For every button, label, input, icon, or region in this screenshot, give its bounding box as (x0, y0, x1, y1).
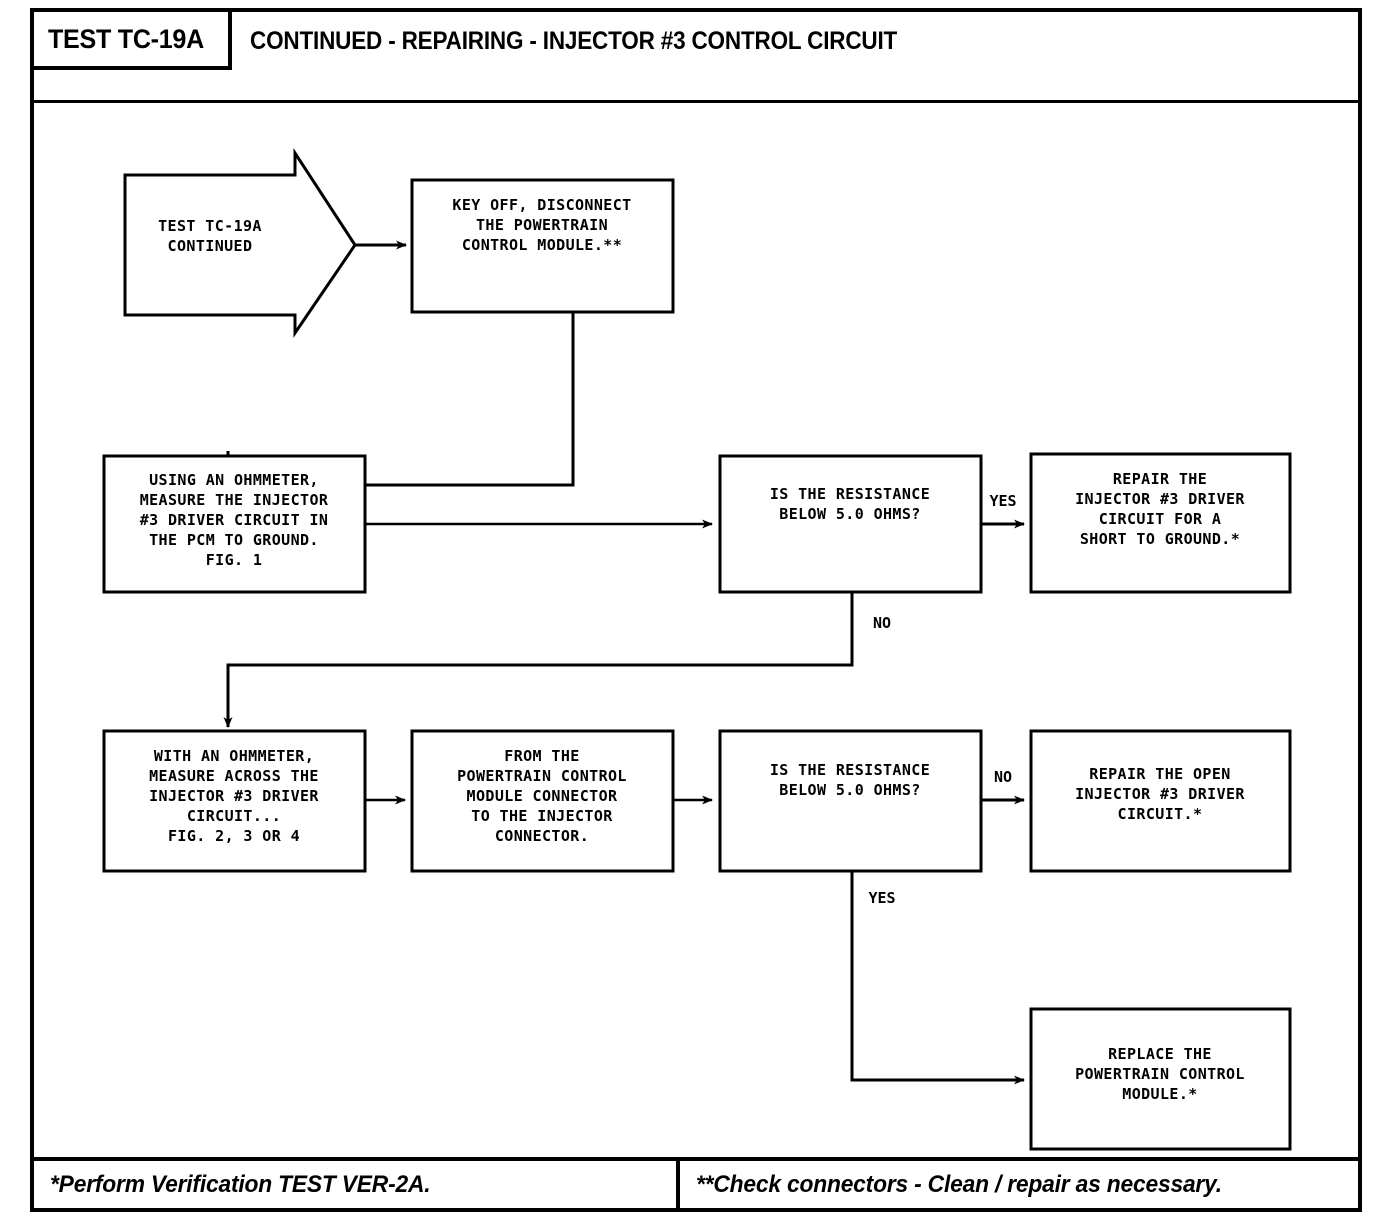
replace-pcm-box-shape (1029, 1007, 1292, 1151)
edge-label-yes-1: YES (989, 492, 1016, 510)
from-pcm-line-3: MODULE CONNECTOR (467, 787, 618, 805)
from-pcm-box-shape (410, 729, 675, 873)
header-test-tag: TEST TC-19A (34, 12, 232, 70)
footer: *Perform Verification TEST VER-2A. **Che… (34, 1157, 1358, 1208)
header-title-label: CONTINUED - REPAIRING - INJECTOR #3 CONT… (249, 26, 897, 55)
replace-pcm-line-3: MODULE.* (1122, 1085, 1197, 1103)
decision-1-box-shape (718, 454, 983, 594)
key-off-line-2: THE POWERTRAIN (476, 216, 608, 234)
flowchart-canvas: TEST TC-19A CONTINUED KEY OFF, DISCONNEC… (30, 103, 1362, 1163)
decision-2-line-2: BELOW 5.0 OHMS? (779, 781, 920, 799)
edge-decision2-yes-route (850, 871, 1018, 1082)
start-line-1: TEST TC-19A (158, 217, 262, 235)
measure-across-line-3: INJECTOR #3 DRIVER (149, 787, 319, 805)
edge-label-no-2: NO (994, 768, 1012, 786)
measure-ground-line-1: USING AN OHMMETER, (149, 471, 319, 489)
decision-1-line-1: IS THE RESISTANCE (770, 485, 930, 503)
flowchart-svg: TEST TC-19A CONTINUED KEY OFF, DISCONNEC… (102, 147, 1292, 1151)
repair-open-line-2: INJECTOR #3 DRIVER (1075, 785, 1245, 803)
measure-ground-line-4: THE PCM TO GROUND. (149, 531, 319, 549)
repair-short-line-1: REPAIR THE (1113, 470, 1207, 488)
measure-across-line-2: MEASURE ACROSS THE (149, 767, 319, 785)
node-repair-short[interactable]: REPAIR THE INJECTOR #3 DRIVER CIRCUIT FO… (1029, 452, 1292, 594)
footer-note-right-label: **Check connectors - Clean / repair as n… (696, 1170, 1222, 1198)
key-off-line-3: CONTROL MODULE.** (462, 236, 622, 254)
node-replace-pcm[interactable]: REPLACE THE POWERTRAIN CONTROL MODULE.* (1029, 1007, 1292, 1151)
repair-short-line-4: SHORT TO GROUND.* (1080, 530, 1240, 548)
node-decision-2[interactable]: IS THE RESISTANCE BELOW 5.0 OHMS? (718, 729, 983, 873)
key-off-box-shape (410, 178, 675, 314)
node-key-off[interactable]: KEY OFF, DISCONNECT THE POWERTRAIN CONTR… (410, 178, 675, 314)
repair-short-box-shape (1029, 452, 1292, 594)
start-line-2: CONTINUED (168, 237, 253, 255)
measure-ground-line-5: FIG. 1 (206, 551, 263, 569)
measure-across-line-1: WITH AN OHMMETER, (154, 747, 314, 765)
key-off-line-1: KEY OFF, DISCONNECT (452, 196, 631, 214)
measure-ground-line-3: #3 DRIVER CIRCUIT IN (140, 511, 329, 529)
from-pcm-line-4: TO THE INJECTOR (471, 807, 613, 825)
measure-across-line-5: FIG. 2, 3 OR 4 (168, 827, 300, 845)
start-pentagon-shape (123, 147, 357, 338)
repair-short-line-2: INJECTOR #3 DRIVER (1075, 490, 1245, 508)
decision-2-line-1: IS THE RESISTANCE (770, 761, 930, 779)
node-measure-ground[interactable]: USING AN OHMMETER, MEASURE THE INJECTOR … (102, 454, 367, 594)
from-pcm-line-5: CONNECTOR. (495, 827, 589, 845)
decision-1-line-2: BELOW 5.0 OHMS? (779, 505, 920, 523)
replace-pcm-line-2: POWERTRAIN CONTROL (1075, 1065, 1245, 1083)
repair-open-box-shape (1029, 729, 1292, 873)
edge-decision1-no-route (226, 592, 854, 725)
node-measure-across[interactable]: WITH AN OHMMETER, MEASURE ACROSS THE INJ… (102, 729, 367, 873)
footer-note-left: *Perform Verification TEST VER-2A. (34, 1161, 680, 1208)
node-repair-open[interactable]: REPAIR THE OPEN INJECTOR #3 DRIVER CIRCU… (1029, 729, 1292, 873)
header-title: CONTINUED - REPAIRING - INJECTOR #3 CONT… (232, 12, 969, 70)
edge-label-yes-2: YES (868, 889, 895, 907)
footer-note-right: **Check connectors - Clean / repair as n… (680, 1161, 1358, 1208)
node-decision-1[interactable]: IS THE RESISTANCE BELOW 5.0 OHMS? (718, 454, 983, 594)
repair-open-line-1: REPAIR THE OPEN (1089, 765, 1230, 783)
node-start[interactable]: TEST TC-19A CONTINUED (123, 147, 357, 338)
header-divider (34, 100, 1358, 103)
from-pcm-line-2: POWERTRAIN CONTROL (457, 767, 627, 785)
edge-label-no-1: NO (873, 614, 891, 632)
replace-pcm-line-1: REPLACE THE (1108, 1045, 1212, 1063)
measure-across-line-4: CIRCUIT... (187, 807, 281, 825)
decision-2-box-shape (718, 729, 983, 873)
header: TEST TC-19A CONTINUED - REPAIRING - INJE… (34, 12, 1358, 74)
header-test-tag-label: TEST TC-19A (48, 23, 204, 54)
repair-open-line-3: CIRCUIT.* (1118, 805, 1203, 823)
from-pcm-line-1: FROM THE (504, 747, 579, 765)
measure-ground-line-2: MEASURE THE INJECTOR (140, 491, 329, 509)
node-from-pcm[interactable]: FROM THE POWERTRAIN CONTROL MODULE CONNE… (410, 729, 675, 873)
footer-note-left-label: *Perform Verification TEST VER-2A. (50, 1170, 431, 1198)
repair-short-line-3: CIRCUIT FOR A (1099, 510, 1222, 528)
measure-across-box-shape (102, 729, 367, 873)
